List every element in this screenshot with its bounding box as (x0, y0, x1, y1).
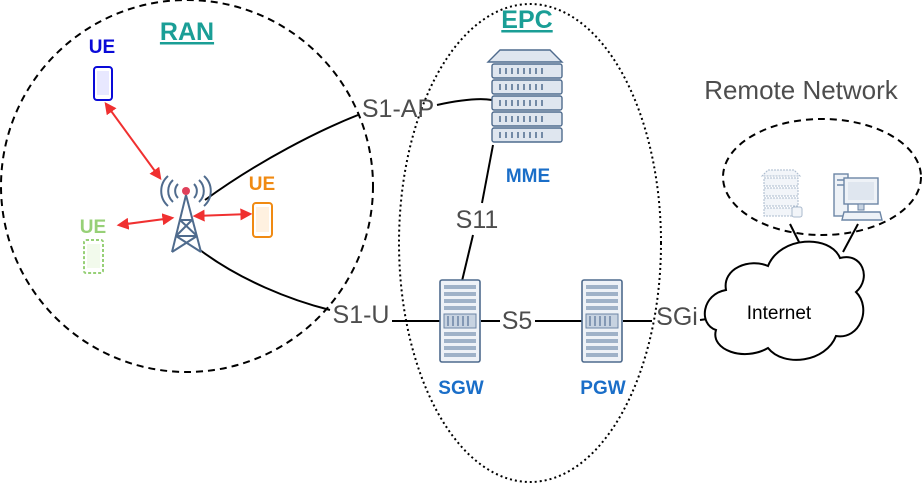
epc-label: EPC (501, 6, 552, 34)
pgw-server-icon (581, 279, 623, 363)
radio-link-ue-right (192, 208, 253, 222)
remote-server-icon (760, 169, 803, 218)
ue-top-phone-icon (93, 66, 113, 101)
remote-computer-icon (833, 173, 883, 221)
mme-server-icon (486, 49, 564, 143)
remote-network-label: Remote Network (704, 75, 899, 105)
enodeb-tower-icon (160, 175, 212, 253)
ue-right-phone-icon (252, 202, 273, 238)
epc-boundary (398, 3, 662, 483)
sgw-server-icon (439, 279, 481, 363)
enodeb-antenna-dot (182, 187, 190, 195)
sgw-label: SGW (438, 378, 483, 399)
radio-link-ue-top (104, 102, 162, 180)
s1u-link (199, 249, 331, 311)
s11-link-top (481, 144, 494, 204)
s5-label: S5 (502, 307, 533, 335)
s1u-label: S1-U (333, 301, 390, 329)
internet-pc-link (842, 223, 859, 253)
ue-left-label: UE (80, 217, 106, 238)
internet-server-link (789, 223, 801, 245)
ue-top-label: UE (89, 37, 115, 58)
ran-boundary (0, 0, 374, 373)
s11-label: S11 (456, 206, 499, 234)
ue-right-label: UE (249, 174, 275, 195)
s1ap-label: S1-AP (362, 95, 434, 123)
radio-link-ue-left (116, 213, 175, 230)
s1ap-link-mme (436, 98, 493, 106)
internet-label: Internet (747, 303, 812, 324)
pgw-label: PGW (580, 378, 625, 399)
ran-label: RAN (160, 18, 214, 46)
remote-network-boundary (722, 118, 922, 236)
mme-label: MME (506, 166, 550, 187)
internet-cloud-icon (703, 240, 865, 361)
s11-link-bottom (461, 234, 474, 282)
sgi-label: SGi (656, 303, 698, 331)
s1ap-link (204, 114, 359, 201)
ue-left-phone-icon (83, 239, 104, 274)
